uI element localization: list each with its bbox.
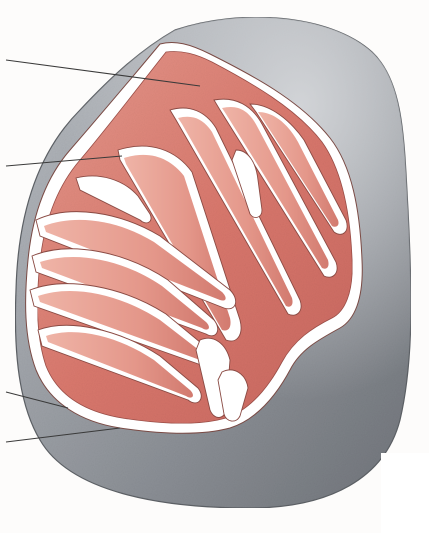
white-corner xyxy=(381,453,429,533)
